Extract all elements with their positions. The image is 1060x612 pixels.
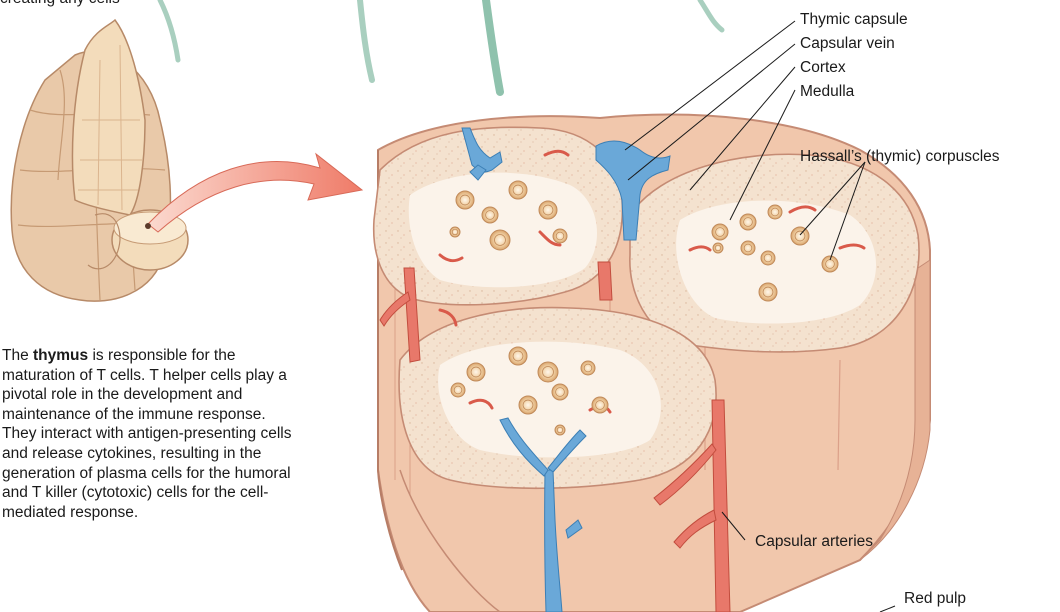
label-hassalls-corpuscles: Hassall’s (thymic) corpuscles (800, 148, 1000, 166)
hassalls-corpuscle (482, 207, 498, 223)
hassalls-corpuscle (791, 227, 809, 245)
hassalls-corpuscle (761, 251, 775, 265)
label-red-pulp: Red pulp (904, 590, 966, 608)
hassalls-corpuscle (553, 229, 567, 243)
hassalls-corpuscle (467, 363, 485, 381)
hassalls-corpuscle (592, 397, 608, 413)
hassalls-corpuscle (713, 243, 723, 253)
label-cortex: Cortex (800, 59, 846, 77)
hassalls-corpuscle (456, 191, 474, 209)
hassalls-corpuscle (768, 205, 782, 219)
caption-body: is responsible for the maturation of T c… (2, 347, 291, 521)
hassalls-corpuscle (538, 362, 558, 382)
thymus-caption: The thymus is responsible for the matura… (2, 346, 302, 522)
hassalls-corpuscle (509, 347, 527, 365)
label-capsular-vein: Capsular vein (800, 35, 895, 53)
hassalls-corpuscle (712, 224, 728, 240)
hassalls-corpuscle (581, 361, 595, 375)
hassalls-corpuscle (539, 201, 557, 219)
hassalls-corpuscle (822, 256, 838, 272)
label-thymic-capsule: Thymic capsule (800, 11, 908, 29)
hassalls-corpuscle (741, 241, 755, 255)
label-capsular-arteries: Capsular arteries (755, 533, 873, 551)
caption-prefix: The (2, 347, 33, 364)
hassalls-corpuscle (509, 181, 527, 199)
top-text-fragment: creating any cells (0, 0, 120, 8)
thymus-organ-illustration (11, 20, 188, 301)
hassalls-corpuscle (519, 396, 537, 414)
lymphatic-strands (160, 0, 722, 92)
label-medulla: Medulla (800, 83, 854, 101)
hassalls-corpuscle (490, 230, 510, 250)
hassalls-corpuscle (552, 384, 568, 400)
caption-term: thymus (33, 347, 88, 364)
hassalls-corpuscle (451, 383, 465, 397)
hassalls-corpuscle (759, 283, 777, 301)
hassalls-corpuscle (555, 425, 565, 435)
hassalls-corpuscle (740, 214, 756, 230)
hassalls-corpuscle (450, 227, 460, 237)
